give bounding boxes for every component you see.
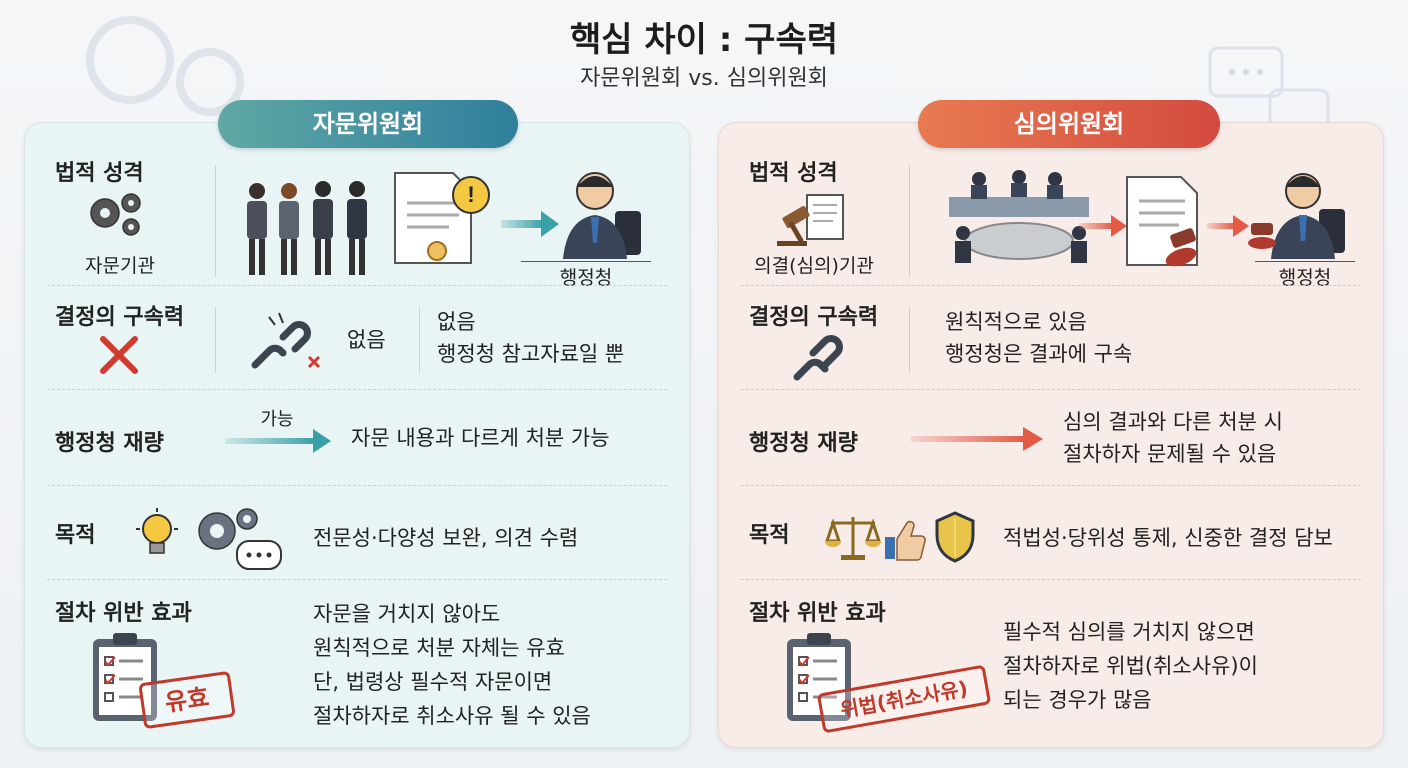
thumbs-up-icon (885, 520, 926, 561)
advisory-committee-title: 자문위원회 (218, 100, 518, 148)
binding-none-short: 없음 (347, 328, 386, 352)
arrow-right-icon (911, 427, 1043, 451)
binding-detail-1: 없음 (437, 310, 476, 334)
discretion-line-1: 심의 결과와 다른 처분 시 (1063, 410, 1283, 434)
official-caption: 행정청 (559, 267, 613, 289)
row-separator (47, 389, 667, 390)
cross-icon (100, 336, 138, 374)
row-separator (47, 485, 667, 486)
discretion-label: 행정청 재량 (55, 431, 164, 456)
legal-nature-label: 법적 성격 (749, 161, 838, 186)
svg-text:!: ! (467, 182, 474, 207)
discretion-label: 행정청 재량 (749, 431, 858, 456)
divider (215, 165, 216, 277)
document-stamp-icon (1126, 176, 1198, 267)
lightbulb-icon (136, 508, 178, 554)
binding-detail-2: 행정청은 결과에 구속 (945, 342, 1133, 366)
document-alert-icon: ! (394, 172, 490, 264)
row-separator (741, 285, 1361, 286)
chain-link-icon (793, 335, 843, 381)
binding-detail-2: 행정청 참고자료일 뿐 (437, 342, 625, 366)
binding-force-label: 결정의 구속력 (749, 305, 879, 330)
arrow-right-icon (1079, 215, 1127, 237)
page-title: 핵심 차이 : 구속력 (569, 20, 839, 60)
arrow-right-icon (1207, 215, 1249, 237)
gavel-document-icon (777, 194, 844, 246)
shield-icon (935, 511, 975, 563)
binding-force-label: 결정의 구속력 (55, 305, 185, 330)
row-separator (741, 579, 1361, 580)
divider (909, 165, 910, 277)
broken-chain-icon (251, 312, 321, 369)
divider (215, 307, 216, 373)
row-separator (47, 579, 667, 580)
discretion-text: 자문 내용과 다르게 처분 가능 (351, 426, 610, 450)
official-underline (521, 261, 651, 262)
gears-icon (90, 193, 141, 236)
official-stamping-icon (1248, 173, 1345, 259)
violation-line-4: 절차하자로 취소사유 될 수 있음 (313, 704, 591, 728)
violation-line-3: 되는 경우가 많음 (1003, 688, 1152, 712)
violation-effect-label: 절차 위반 효과 (749, 601, 886, 626)
discretion-line-2: 절차하자 문제될 수 있음 (1063, 442, 1277, 466)
purpose-text: 적법성·당위성 통제, 신중한 결정 담보 (1003, 526, 1333, 550)
violation-line-1: 필수적 심의를 거치지 않으면 (1003, 620, 1255, 644)
divider (419, 307, 420, 373)
binding-detail-1: 원칙적으로 있음 (945, 310, 1087, 334)
page-subtitle: 자문위원회 vs. 심의위원회 (580, 66, 828, 91)
purpose-text: 전문성·다양성 보완, 의견 수렴 (313, 526, 579, 550)
violation-line-3: 단, 법령상 필수적 자문이면 (313, 670, 553, 694)
official-person-icon (563, 172, 641, 259)
arrow-right-icon (225, 429, 331, 453)
committee-members-icon (247, 181, 367, 275)
violation-effect-label: 절차 위반 효과 (55, 601, 192, 626)
violation-line-1: 자문을 거치지 않아도 (313, 602, 501, 626)
purpose-label: 목적 (749, 523, 790, 548)
discretion-arrow-label: 가능 (260, 409, 294, 430)
divider (909, 307, 910, 373)
arrow-right-icon (501, 211, 559, 237)
advisory-body-caption: 자문기관 (85, 255, 155, 277)
row-separator (47, 285, 667, 286)
official-underline (1255, 261, 1355, 262)
legal-nature-label: 법적 성격 (55, 161, 144, 186)
deliberative-committee-panel: 법적 성격 의결(심의)기관 행정청 (718, 122, 1384, 748)
violation-line-2: 원칙적으로 처분 자체는 유효 (313, 636, 565, 660)
advisory-committee-panel: 법적 성격 자문기관 ! 행정청 결정의 구속력 (24, 122, 690, 748)
deliberative-body-caption: 의결(심의)기관 (754, 255, 874, 277)
official-caption: 행정청 (1278, 267, 1332, 289)
row-separator (741, 389, 1361, 390)
violation-line-2: 절차하자로 위법(취소사유)이 (1003, 654, 1258, 678)
clipboard-checklist-icon (93, 633, 157, 721)
deliberative-committee-title: 심의위원회 (918, 100, 1220, 148)
row-separator (741, 485, 1361, 486)
scales-icon (824, 517, 882, 560)
gears-speech-icon (198, 508, 282, 570)
clipboard-checklist-icon (787, 633, 851, 721)
purpose-label: 목적 (55, 523, 96, 548)
committee-meeting-icon (949, 170, 1089, 263)
